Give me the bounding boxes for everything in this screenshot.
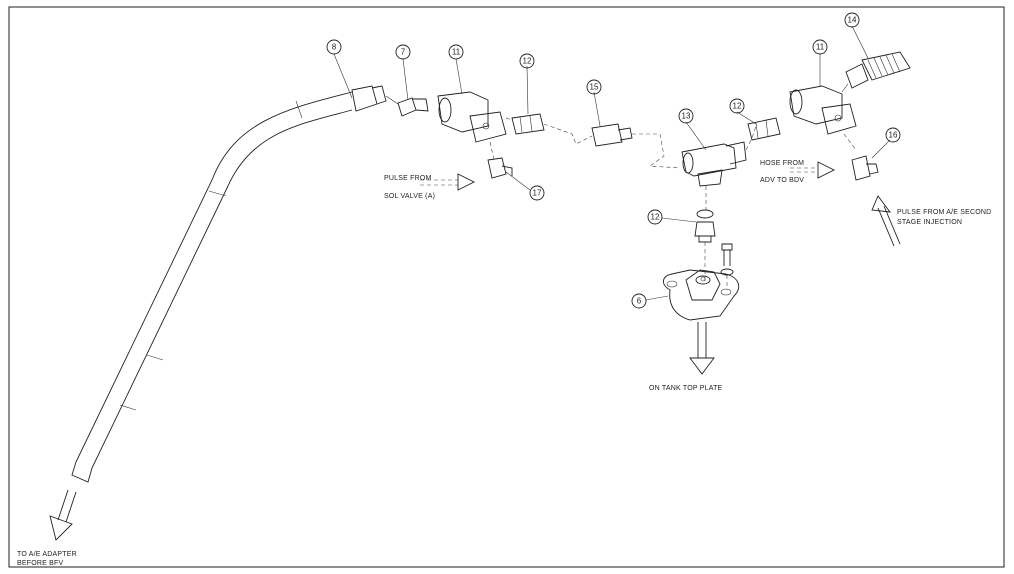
- fitting-part-15: [591, 91, 633, 147]
- callout-11-right: 11: [812, 39, 828, 55]
- valve-part-11-right: [789, 54, 857, 151]
- callout-14: 14: [844, 12, 860, 28]
- callout-12-c: 12: [647, 209, 663, 225]
- note-pulse-sol-line1: PULSE FROM: [384, 175, 432, 182]
- callout-12-a: 12: [519, 53, 535, 69]
- callout-7: 7: [395, 44, 411, 101]
- hose-part-8: [71, 85, 387, 483]
- svg-text:11: 11: [816, 43, 825, 52]
- svg-text:16: 16: [889, 131, 898, 140]
- tee-part-13: [681, 121, 747, 210]
- hose-connection-c: [745, 125, 757, 151]
- callout-16: 16: [885, 127, 901, 143]
- note-pulse-sol-line2: SOL VALVE (A): [384, 193, 435, 200]
- drawing-border: [8, 6, 1005, 568]
- bolt-washer: [720, 243, 734, 290]
- note-pulse-ae-line2: STAGE INJECTION: [897, 219, 962, 226]
- callout-13: 13: [678, 108, 694, 124]
- callout-12-b: 12: [729, 98, 745, 114]
- note-adapter-line2: BEFORE BFV: [17, 560, 63, 567]
- arrow-pulse-ae: [871, 195, 901, 247]
- svg-text:6: 6: [637, 297, 642, 306]
- fitting-part-12c: [661, 209, 716, 282]
- note-tank-top-plate: ON TANK TOP PLATE: [649, 385, 723, 392]
- svg-text:17: 17: [533, 189, 542, 198]
- svg-text:7: 7: [401, 48, 406, 57]
- note-hose-line2: ADV TO BDV: [760, 177, 804, 184]
- fitting-part-7: [385, 95, 429, 117]
- svg-text:11: 11: [452, 48, 461, 57]
- hose-connection-a: [543, 123, 593, 145]
- callout-11-left: 11: [448, 44, 464, 95]
- valve-part-11-left: [437, 91, 507, 161]
- callout-6: 6: [631, 293, 647, 309]
- note-hose-line1: HOSE FROM: [760, 160, 804, 167]
- fitting-part-14: [841, 25, 911, 93]
- arrow-adapter: [49, 489, 77, 541]
- svg-text:14: 14: [848, 16, 857, 25]
- note-pulse-ae-line1: PULSE FROM A/E SECOND: [897, 209, 991, 216]
- note-adapter-line1: TO A/E ADAPTER: [17, 551, 77, 558]
- fitting-part-12a: [505, 65, 545, 135]
- elbow-part-17: [487, 157, 531, 191]
- svg-text:15: 15: [590, 83, 599, 92]
- fitting-part-12b: [736, 111, 781, 141]
- svg-text:13: 13: [682, 112, 691, 121]
- arrow-hose-from: [790, 161, 836, 179]
- arrow-tank: [689, 322, 715, 375]
- fitting-part-16: [851, 139, 891, 181]
- callout-8: 8: [326, 39, 353, 99]
- svg-text:8: 8: [332, 43, 337, 52]
- svg-text:12: 12: [523, 57, 532, 66]
- svg-text:12: 12: [733, 102, 742, 111]
- arrow-pulse-sol-valve: [420, 173, 476, 191]
- callout-15: 15: [586, 79, 602, 95]
- flange-part-6: [645, 269, 740, 321]
- hose-connection-b: [632, 133, 681, 169]
- callout-17: 17: [529, 185, 545, 201]
- svg-text:12: 12: [651, 213, 660, 222]
